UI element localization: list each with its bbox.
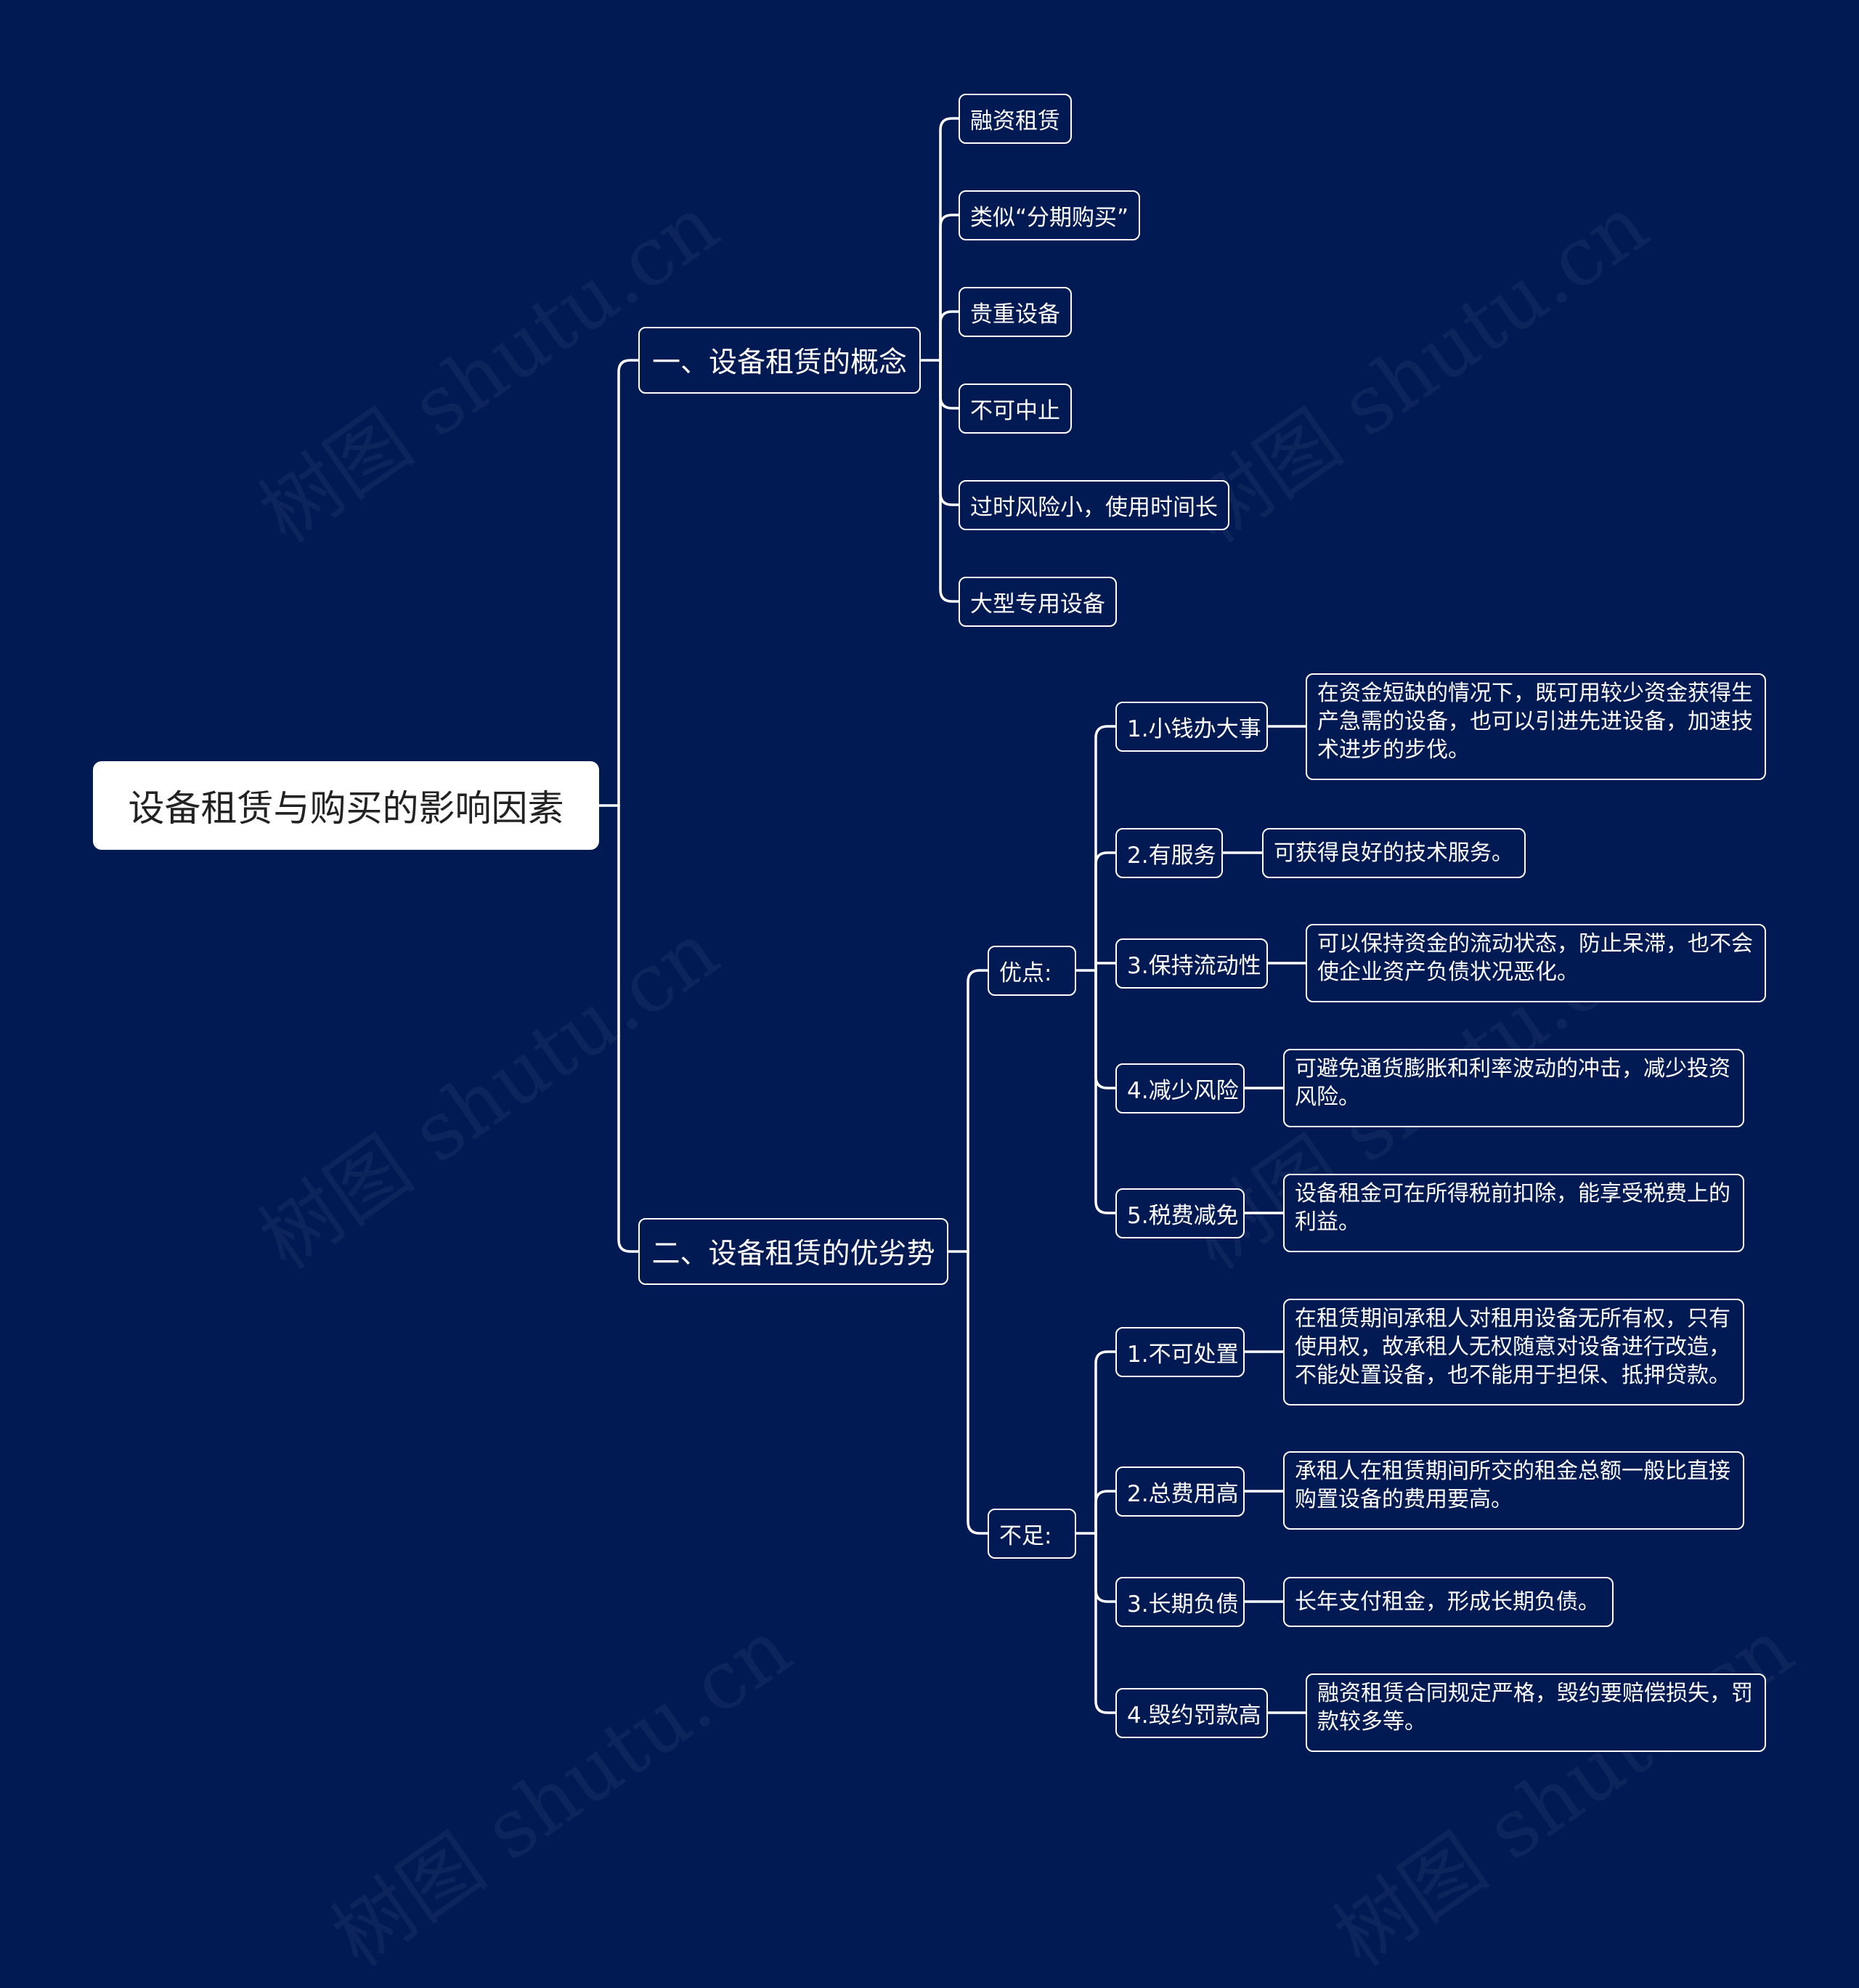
branch-pros-cons[interactable]: 二、设备租赁的优劣势 [638, 1218, 948, 1285]
connector-line [1094, 969, 1117, 1214]
cons-desc-3: 长年支付租金，形成长期负债。 [1283, 1577, 1614, 1627]
connector-line [1094, 725, 1117, 972]
pros-item-4[interactable]: 4.减少风险 [1115, 1063, 1245, 1113]
pros-desc-1: 在资金短缺的情况下，既可用较少资金获得生产急需的设备，也可以引进先进设备，加速技… [1306, 673, 1766, 780]
concept-item-4[interactable]: 不可中止 [959, 384, 1072, 434]
connector-line [939, 117, 960, 362]
pros-node[interactable]: 优点: [988, 946, 1076, 996]
pros-item-5[interactable]: 5.税费减免 [1115, 1188, 1245, 1238]
pros-desc-2: 可获得良好的技术服务。 [1262, 828, 1526, 878]
connector-line [1094, 1532, 1117, 1603]
cons-item-4[interactable]: 4.毁约罚款高 [1115, 1688, 1268, 1738]
cons-node[interactable]: 不足: [988, 1509, 1076, 1559]
connector-line [939, 214, 960, 362]
concept-item-1[interactable]: 融资租赁 [959, 94, 1072, 144]
pros-item-1[interactable]: 1.小钱办大事 [1115, 702, 1268, 752]
pros-desc-4: 可避免通货膨胀和利率波动的冲击，减少投资风险。 [1283, 1049, 1744, 1127]
pros-desc-3: 可以保持资金的流动状态，防止呆滞，也不会使企业资产负债状况恶化。 [1306, 924, 1766, 1002]
pros-item-3[interactable]: 3.保持流动性 [1115, 938, 1268, 989]
cons-item-3[interactable]: 3.长期负债 [1115, 1577, 1245, 1627]
pros-desc-5: 设备租金可在所得税前扣除，能享受税费上的利益。 [1283, 1174, 1744, 1252]
cons-item-1[interactable]: 1.不可处置 [1115, 1327, 1245, 1377]
pros-item-2[interactable]: 2.有服务 [1115, 828, 1223, 878]
connector-line [1094, 851, 1117, 972]
concept-item-6[interactable]: 大型专用设备 [959, 577, 1117, 627]
concept-item-2[interactable]: 类似“分期购买” [959, 190, 1141, 240]
cons-desc-2: 承租人在租赁期间所交的租金总额一般比直接购置设备的费用要高。 [1283, 1451, 1744, 1530]
concept-item-3[interactable]: 贵重设备 [959, 287, 1072, 337]
root-topic[interactable]: 设备租赁与购买的影响因素 [93, 761, 599, 850]
connector-line [939, 359, 960, 410]
cons-item-2[interactable]: 2.总费用高 [1115, 1466, 1245, 1517]
cons-desc-4: 融资租赁合同规定严格，毁约要赔偿损失，罚款较多等。 [1306, 1673, 1766, 1752]
connector-line [1094, 1532, 1117, 1714]
concept-item-5[interactable]: 过时风险小，使用时间长 [959, 480, 1229, 530]
cons-desc-1: 在租赁期间承租人对租用设备无所有权，只有使用权，故承租人无权随意对设备进行改造，… [1283, 1299, 1744, 1405]
connector-line [939, 310, 960, 362]
connector-lines [598, 117, 1307, 1714]
connector-line [939, 359, 960, 506]
connector-line [1094, 969, 1117, 1090]
connector-line [1094, 1350, 1117, 1535]
connector-line [617, 359, 640, 807]
connector-line [967, 969, 989, 1253]
connector-line [967, 1250, 989, 1535]
branch-concept[interactable]: 一、设备租赁的概念 [638, 327, 921, 394]
connector-line [939, 359, 960, 603]
connector-line [1094, 1490, 1117, 1535]
connector-line [617, 804, 640, 1253]
